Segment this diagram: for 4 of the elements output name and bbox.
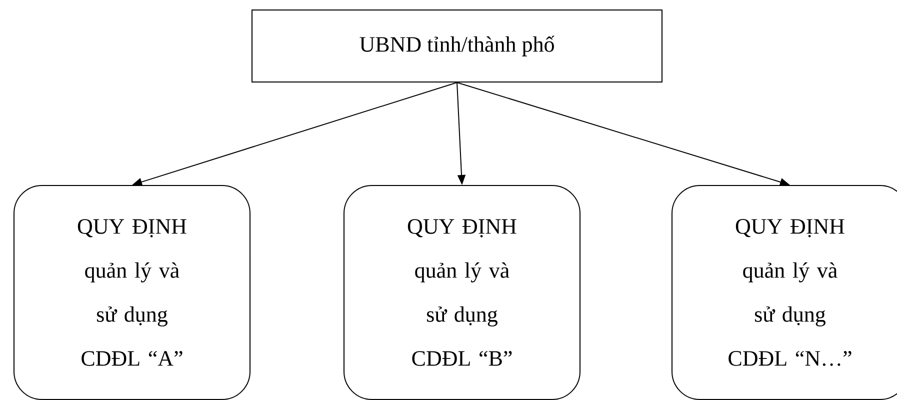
rounded-box: QUY ĐỊNH quản lý và sử dụng CDĐL “N…” [672, 185, 897, 400]
rounded-box: QUY ĐỊNH quản lý và sử dụng CDĐL “A” [14, 185, 250, 400]
rounded-box: QUY ĐỊNH quản lý và sử dụng CDĐL “B” [344, 185, 580, 400]
title-box: UBND tỉnh/thành phố [252, 10, 662, 82]
